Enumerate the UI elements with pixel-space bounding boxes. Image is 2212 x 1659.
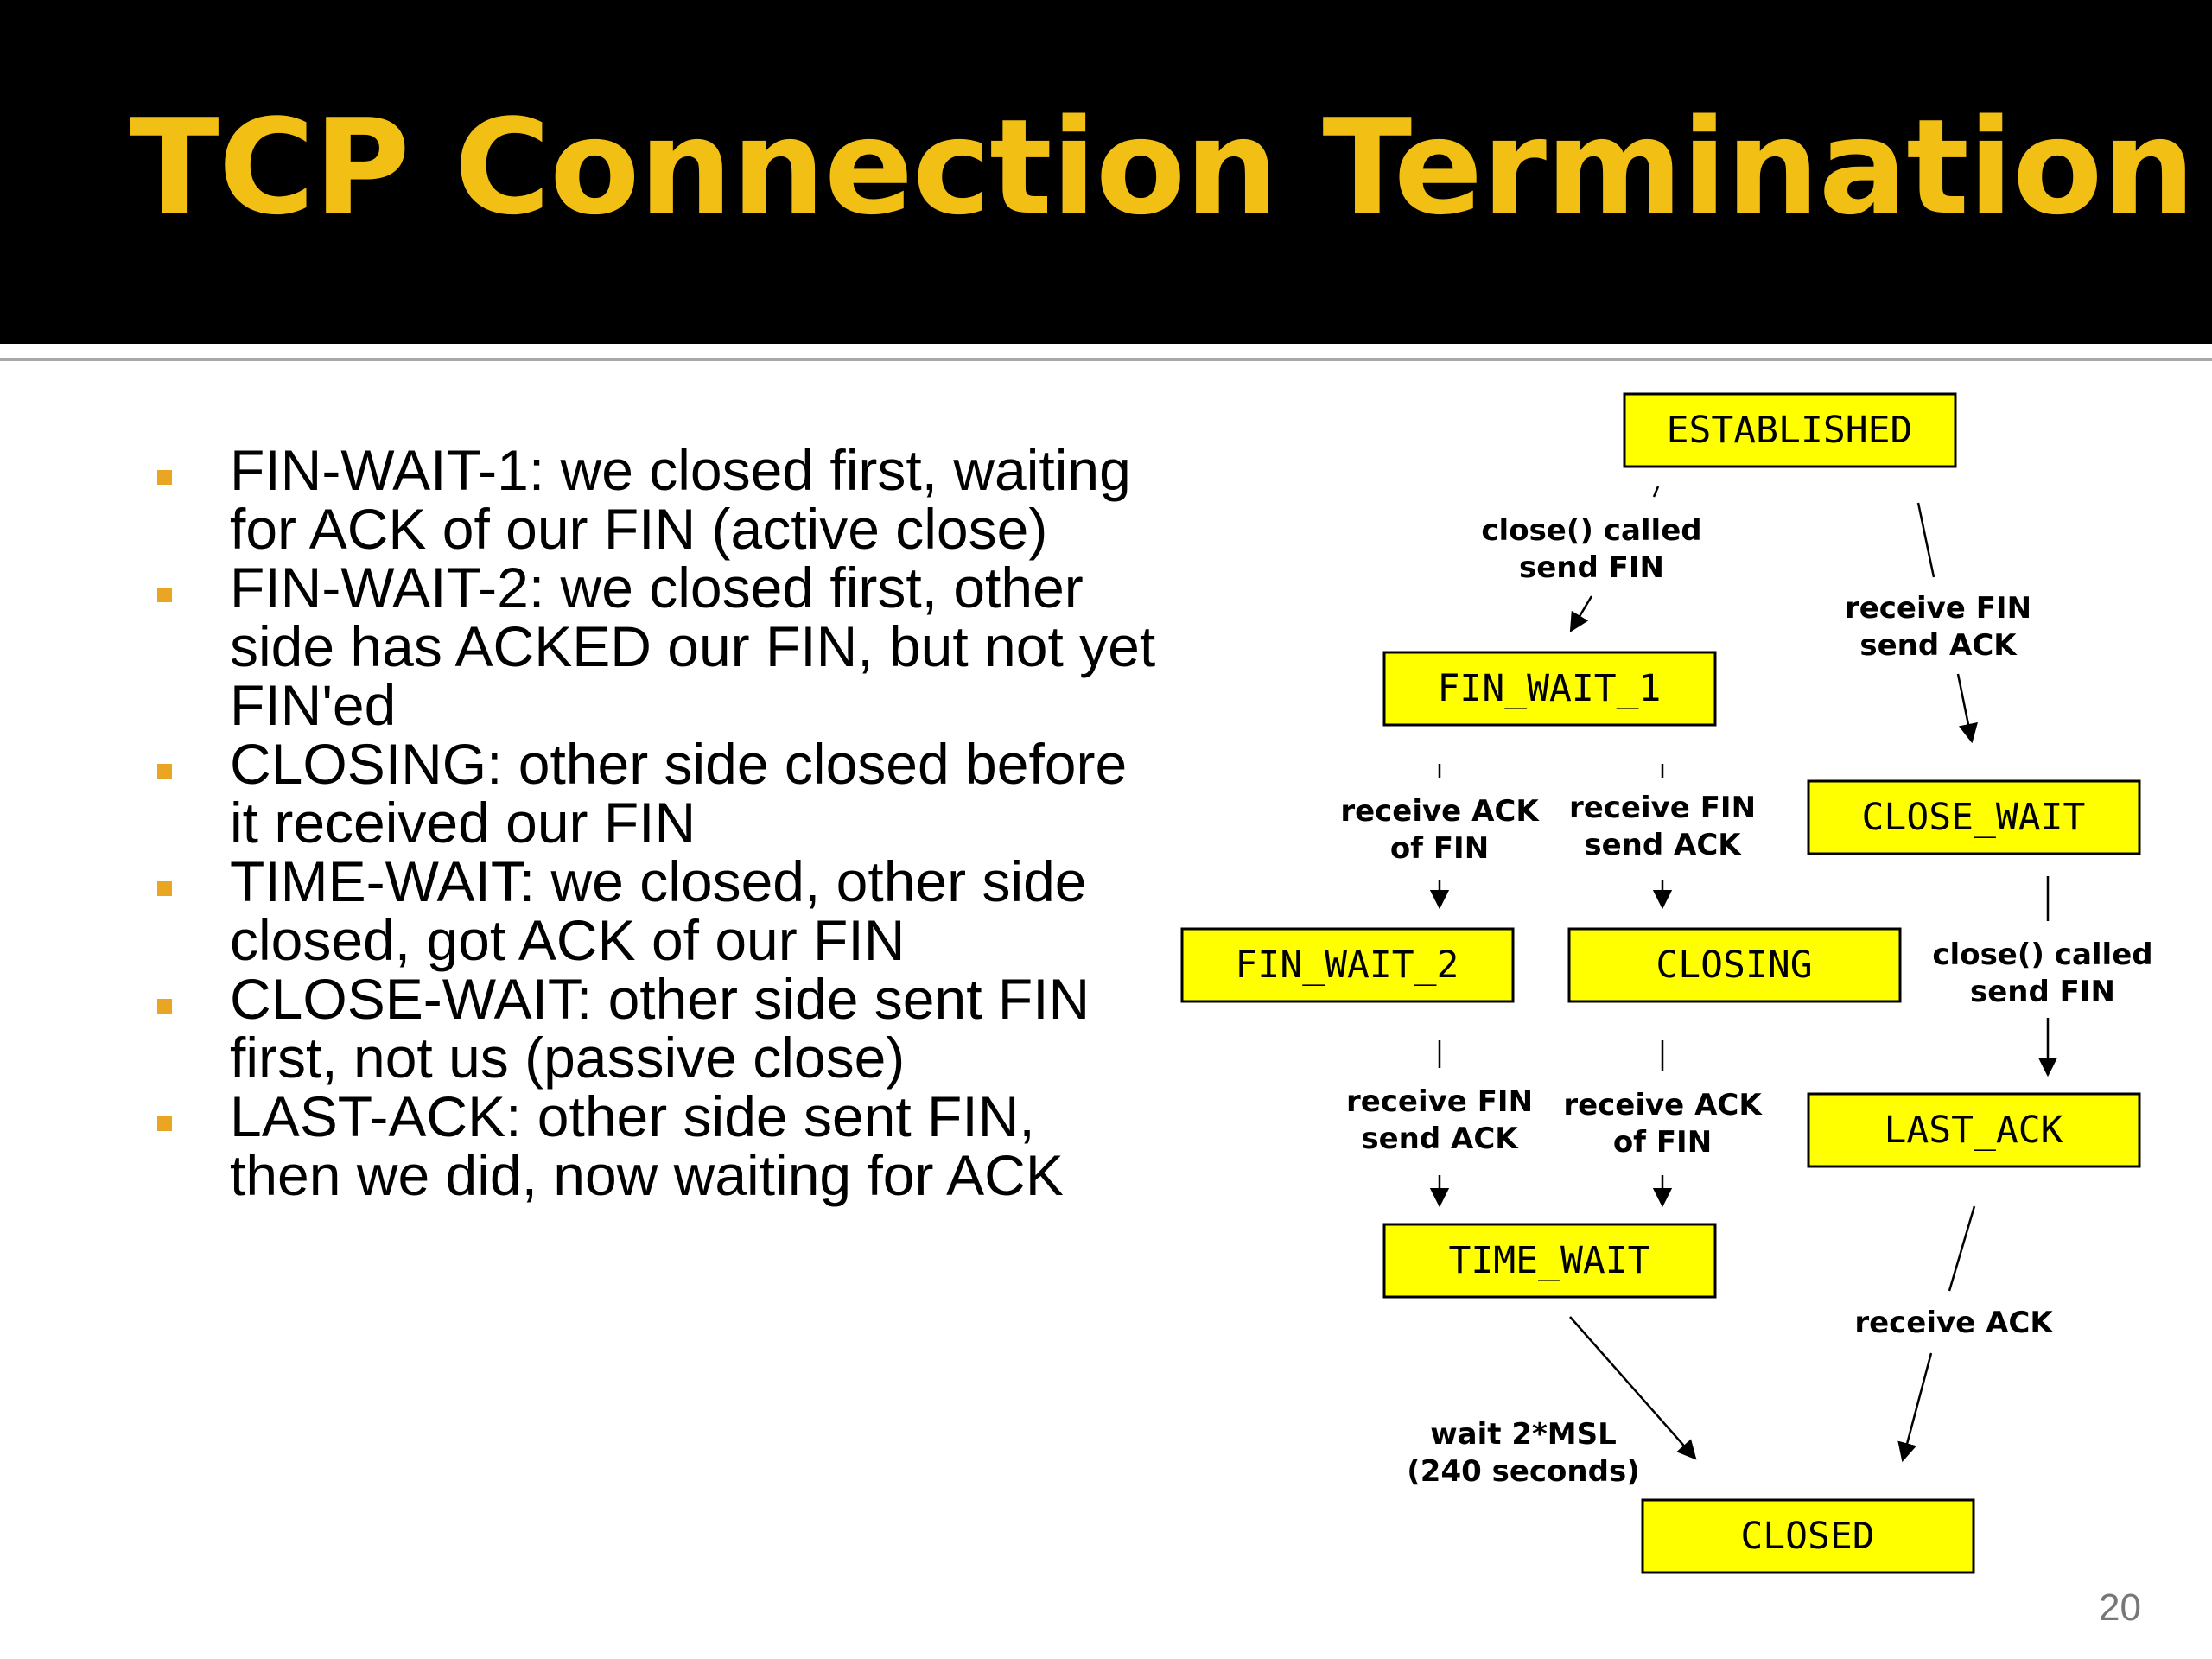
edge-last-ack-closed-tail xyxy=(1948,1205,1976,1292)
transition-label-of-fin: of FIN xyxy=(1390,831,1489,866)
state-time-wait: TIME_WAIT xyxy=(1382,1223,1717,1299)
title-divider xyxy=(0,358,2212,361)
transition-label-receive-fin: receive FIN xyxy=(1845,591,2031,626)
bullet-item: CLOSING: other side closed before it rec… xyxy=(156,734,1158,852)
bullet-text: FIN-WAIT-2: we closed first, other side … xyxy=(230,556,1156,737)
bullet-item: TIME-WAIT: we closed, other side closed,… xyxy=(156,852,1158,969)
state-label-fin-wait-1: FIN_WAIT_1 xyxy=(1438,667,1662,710)
page-number: 20 xyxy=(2099,1586,2141,1629)
state-last-ack: LAST_ACK xyxy=(1807,1092,2141,1168)
transition-label-send-ack: send ACK xyxy=(1859,628,2018,663)
state-label-closed: CLOSED xyxy=(1740,1515,1874,1558)
bullet-square-icon xyxy=(157,1116,172,1131)
state-fin-wait-1: FIN_WAIT_1 xyxy=(1382,651,1717,727)
transition-label-receive-ack: receive ACK xyxy=(1854,1306,2054,1340)
transition-label-240-seconds: (240 seconds) xyxy=(1407,1454,1639,1489)
state-closed: CLOSED xyxy=(1641,1498,1975,1574)
edge-last-ack-closed-arrow xyxy=(1897,1352,1933,1463)
bullet-text: TIME-WAIT: we closed, other side closed,… xyxy=(230,849,1087,972)
bullet-square-icon xyxy=(157,764,172,779)
state-label-time-wait: TIME_WAIT xyxy=(1449,1239,1650,1282)
transition-label-receive-ack: receive ACK xyxy=(1340,794,1540,829)
transition-label-receive-fin: receive FIN xyxy=(1569,791,1756,825)
state-established: ESTABLISHED xyxy=(1623,392,1957,468)
state-label-established: ESTABLISHED xyxy=(1667,409,1913,452)
transition-label-receive-ack: receive ACK xyxy=(1563,1088,1763,1122)
state-close-wait: CLOSE_WAIT xyxy=(1807,779,2141,855)
bullet-item: CLOSE-WAIT: other side sent FIN first, n… xyxy=(156,969,1158,1087)
bullet-item: LAST-ACK: other side sent FIN, then we d… xyxy=(156,1087,1158,1205)
state-closing: CLOSING xyxy=(1567,927,1902,1003)
transition-label-wait-2msl: wait 2*MSL xyxy=(1430,1417,1617,1452)
transition-label-send-ack: send ACK xyxy=(1584,828,1742,862)
state-label-last-ack: LAST_ACK xyxy=(1884,1109,2063,1152)
transition-label-receive-fin: receive FIN xyxy=(1346,1084,1533,1119)
transition-label-send-fin: send FIN xyxy=(1519,550,1664,585)
bullet-text: CLOSING: other side closed before it rec… xyxy=(230,732,1128,855)
bullet-square-icon xyxy=(157,588,172,602)
edge-time-wait-closed-arrow xyxy=(1569,1316,1697,1460)
bullet-text: FIN-WAIT-1: we closed first, waiting for… xyxy=(230,438,1131,561)
transition-label-close-called: close() called xyxy=(1932,938,2152,972)
slide-title: TCP Connection Termination xyxy=(130,91,2196,244)
transition-label-send-ack: send ACK xyxy=(1361,1122,1519,1156)
bullet-text: CLOSE-WAIT: other side sent FIN first, n… xyxy=(230,967,1090,1090)
bullet-text: LAST-ACK: other side sent FIN, then we d… xyxy=(230,1084,1064,1207)
state-label-close-wait: CLOSE_WAIT xyxy=(1862,796,2086,839)
bullet-square-icon xyxy=(157,470,172,485)
bullet-item: FIN-WAIT-1: we closed first, waiting for… xyxy=(156,441,1158,558)
state-label-fin-wait-2: FIN_WAIT_2 xyxy=(1236,944,1459,987)
edge-established-fin-wait-1-tail xyxy=(1652,486,1660,498)
edge-established-fin-wait-1-arrow xyxy=(1569,595,1593,632)
bullet-item: FIN-WAIT-2: we closed first, other side … xyxy=(156,558,1158,734)
transition-label-close-called: close() called xyxy=(1481,513,1701,548)
edge-established-close-wait-tail xyxy=(1916,502,1936,578)
edge-established-close-wait-arrow xyxy=(1956,673,1978,744)
title-bar: TCP Connection Termination xyxy=(0,0,2212,344)
transition-label-send-fin: send FIN xyxy=(1970,975,2115,1009)
bullet-square-icon xyxy=(157,881,172,896)
state-label-closing: CLOSING xyxy=(1656,944,1812,987)
transition-label-of-fin: of FIN xyxy=(1613,1125,1712,1160)
state-fin-wait-2: FIN_WAIT_2 xyxy=(1180,927,1515,1003)
bullet-list: FIN-WAIT-1: we closed first, waiting for… xyxy=(156,441,1158,1205)
bullet-square-icon xyxy=(157,999,172,1014)
